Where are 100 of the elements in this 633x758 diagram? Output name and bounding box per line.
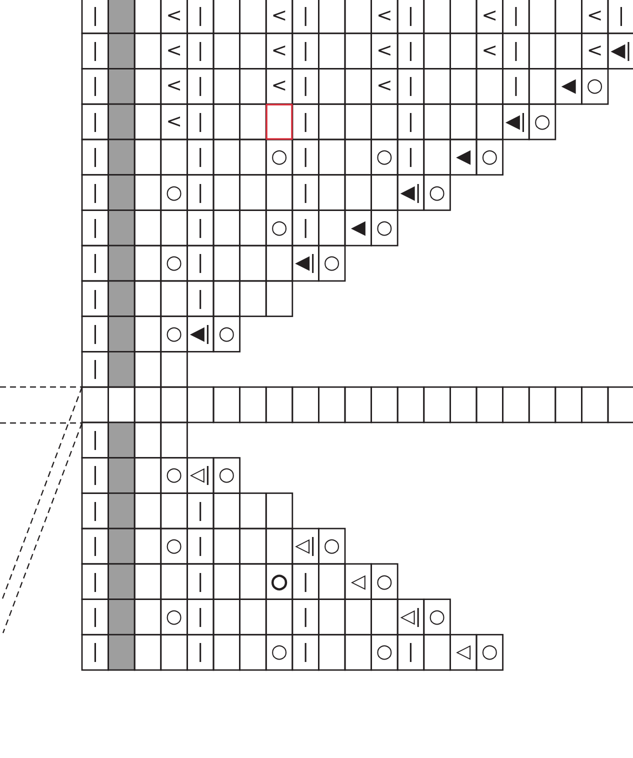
stitch-symbol: < [271, 42, 288, 61]
stitch-symbol: ○ [270, 148, 288, 167]
stitch-symbol: | [408, 76, 414, 96]
stitch-symbol: < [166, 42, 182, 61]
stitch-symbol: | [408, 42, 414, 61]
stitch-symbol: | [92, 642, 98, 662]
stitch-symbol: ○ [586, 76, 604, 96]
stitch-symbol: | [408, 6, 414, 26]
stitch-symbol: | [92, 148, 98, 167]
stitch-symbol: | [92, 501, 98, 520]
stitch-symbol: ○ [324, 254, 340, 273]
stitch-symbol: ◀| [190, 324, 211, 344]
stitch-symbol: | [512, 42, 520, 61]
stitch-symbol: | [197, 218, 204, 238]
stitch-symbol: | [618, 6, 624, 26]
stitch-symbol: < [271, 76, 288, 96]
stitch-symbol: | [92, 76, 98, 96]
stitch-symbol: | [302, 76, 309, 96]
stitch-symbol: | [302, 183, 309, 202]
stitch-symbol: ◁| [295, 536, 316, 556]
stitch-symbol: ◁ [456, 642, 471, 662]
stitch-symbol: | [197, 642, 204, 662]
stitch-symbol: ○ [481, 148, 498, 167]
stitch-symbol: | [92, 6, 98, 26]
stitch-symbol: | [197, 148, 204, 167]
stitch-symbol: ◁ [350, 572, 366, 592]
stitch-symbol: ○ [481, 642, 498, 662]
stitch-symbol: | [92, 572, 98, 592]
stitch-symbol: | [197, 6, 204, 26]
stitch-symbol: | [197, 501, 204, 520]
stitch-symbol: | [92, 254, 98, 273]
stitch-symbol: | [408, 148, 414, 167]
stitch-symbol: | [408, 112, 414, 132]
stitch-symbol: | [197, 254, 204, 273]
stitch-symbol: < [586, 42, 603, 61]
stitch-symbol: | [92, 112, 98, 132]
stitch-symbol: | [197, 112, 204, 132]
stitch-symbol: | [92, 289, 98, 308]
stitch-symbol: | [302, 112, 309, 132]
stitch-symbol: | [92, 42, 98, 61]
stitch-symbol: ◀| [610, 42, 632, 61]
stitch-symbol: ○ [166, 324, 182, 344]
stitch-symbol: | [197, 572, 204, 592]
stitch-symbol: ◀ [350, 218, 366, 238]
stitch-symbol: ○ [376, 148, 393, 167]
stitch-symbol: | [197, 42, 204, 61]
stitch-symbol: | [302, 218, 309, 238]
stitch-symbol: ○ [166, 536, 182, 556]
stitch-symbol: ◀ [561, 76, 576, 96]
stitch-symbol: < [586, 6, 603, 26]
stitch-symbol: ○ [166, 607, 182, 626]
stitch-symbol: ○ [270, 642, 288, 662]
stitch-symbol: ◀| [400, 183, 422, 202]
stitch-symbol: ○ [324, 536, 340, 556]
stitch-symbol: | [512, 6, 520, 26]
stitch-symbol: ○ [270, 218, 288, 238]
stitch-symbol: ○ [218, 466, 235, 485]
stitch-symbol: | [408, 642, 414, 662]
stitch-symbol: ○ [428, 607, 446, 626]
stitch-symbol: | [197, 536, 204, 556]
stitch-symbol: | [302, 572, 309, 592]
stitch-symbol: | [302, 607, 309, 626]
stitch-symbol: | [302, 6, 309, 26]
stitch-symbol: ○ [218, 324, 235, 344]
stitch-symbol: | [302, 148, 309, 167]
stitch-symbol: < [166, 76, 182, 96]
stitch-symbol: | [92, 536, 98, 556]
stitch-symbol: | [92, 183, 98, 202]
stitch-symbol: | [302, 642, 309, 662]
stitch-symbol: | [197, 289, 204, 308]
stitch-symbol: < [376, 42, 392, 61]
stitch-symbol: | [197, 76, 204, 96]
stitch-symbol: ○ [534, 112, 551, 132]
stitch-symbol: | [92, 324, 98, 344]
stitch-symbol: ○ [376, 642, 393, 662]
stitch-symbol: < [166, 6, 182, 26]
stitch-symbol: ◀| [295, 254, 316, 273]
stitch-symbol: | [197, 183, 204, 202]
stitch-symbol: ◁| [190, 466, 211, 485]
stitch-symbol: ○ [270, 572, 288, 592]
stitch-symbol: < [166, 112, 182, 132]
stitch-symbol: ◀| [505, 112, 526, 132]
stitch-symbol: | [197, 607, 204, 626]
stitch-symbol: ○ [376, 218, 393, 238]
stitch-symbol: < [482, 42, 498, 61]
stitch-symbol: < [376, 76, 392, 96]
stitch-symbol: | [302, 42, 309, 61]
stitch-symbol: ◀ [456, 148, 471, 167]
stitch-symbol: ◁| [400, 607, 422, 626]
stitch-symbol: ○ [166, 466, 182, 485]
stitch-symbol: | [512, 76, 520, 96]
stitch-symbol: | [92, 218, 98, 238]
stitch-symbol: ○ [428, 183, 446, 202]
stitch-symbol: | [92, 466, 98, 485]
stitch-symbol: | [92, 607, 98, 626]
stitch-symbol: ○ [376, 572, 393, 592]
stitch-symbol: ○ [166, 254, 182, 273]
stitch-symbol: < [376, 6, 392, 26]
stitch-symbol: | [92, 430, 98, 450]
stitch-symbol: | [92, 360, 98, 379]
